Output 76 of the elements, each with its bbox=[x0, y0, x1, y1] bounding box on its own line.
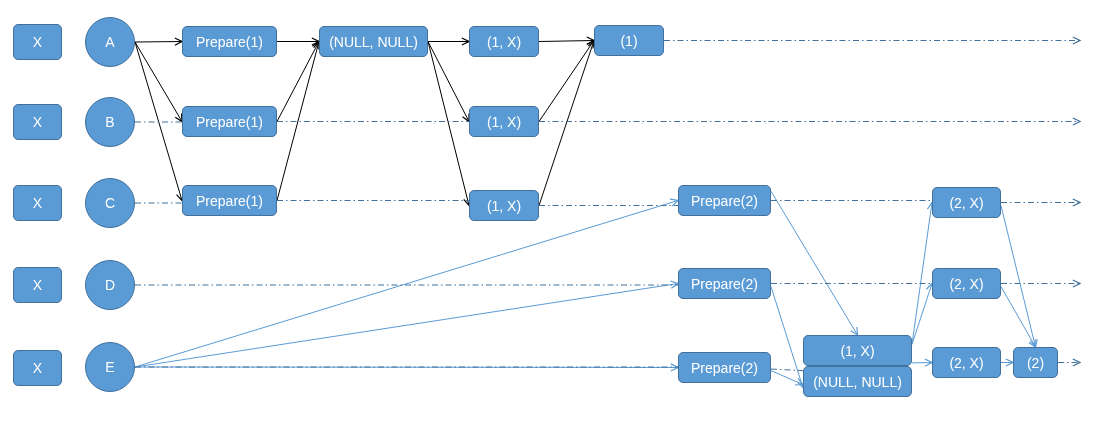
timeline-arrow bbox=[1057, 358, 1081, 367]
node-label: Prepare(2) bbox=[691, 359, 758, 376]
arrow bbox=[1000, 358, 1014, 367]
state-box bbox=[469, 26, 539, 57]
timeline-arrow bbox=[1000, 198, 1081, 207]
participant-circle bbox=[85, 178, 135, 228]
state-box bbox=[594, 25, 664, 56]
node-label: X bbox=[32, 114, 43, 130]
node-label: (2, X) bbox=[949, 354, 984, 371]
participant-circle bbox=[85, 260, 135, 310]
state-box bbox=[932, 268, 1001, 299]
node-label: (NULL, NULL) bbox=[329, 33, 418, 50]
timeline-arrow bbox=[1000, 279, 1081, 288]
state-box bbox=[1013, 347, 1058, 378]
state-box bbox=[932, 347, 1001, 378]
state-box bbox=[932, 187, 1001, 218]
arrow bbox=[770, 286, 805, 389]
state-box bbox=[803, 366, 912, 397]
node-label: Prepare(1) bbox=[196, 33, 263, 50]
arrow bbox=[276, 37, 320, 46]
node-label: B bbox=[105, 114, 115, 130]
arrow bbox=[1000, 286, 1037, 348]
arrow bbox=[427, 41, 470, 123]
state-box bbox=[469, 190, 539, 221]
node-label: Prepare(2) bbox=[691, 192, 758, 209]
node-label: X bbox=[32, 277, 43, 293]
participant-circle bbox=[85, 342, 135, 392]
node-label: (2, X) bbox=[949, 194, 984, 211]
node-label: C bbox=[104, 195, 116, 211]
state-box bbox=[182, 106, 277, 137]
node-label: (1, X) bbox=[840, 342, 875, 359]
node-label: X bbox=[32, 360, 43, 376]
state-box bbox=[13, 350, 62, 386]
node-label: (1, X) bbox=[486, 197, 522, 214]
state-box bbox=[319, 26, 428, 57]
node-label: (1, X) bbox=[486, 33, 522, 50]
arrow bbox=[538, 36, 595, 45]
state-box bbox=[678, 268, 771, 299]
state-box bbox=[13, 24, 62, 60]
state-box bbox=[469, 106, 539, 137]
state-box bbox=[803, 335, 912, 366]
arrow bbox=[911, 358, 933, 367]
node-label: (1) bbox=[620, 32, 638, 49]
node-label: Prepare(1) bbox=[196, 192, 263, 209]
arrow bbox=[427, 37, 470, 46]
timeline-arrow bbox=[663, 36, 1081, 45]
arrow bbox=[134, 41, 183, 123]
state-box bbox=[13, 185, 62, 221]
state-box bbox=[13, 267, 62, 303]
state-box bbox=[182, 26, 277, 57]
node-label: A bbox=[105, 34, 115, 50]
arrow bbox=[276, 40, 320, 122]
arrow bbox=[770, 190, 859, 336]
arrow bbox=[538, 39, 596, 206]
node-label: X bbox=[32, 34, 43, 50]
node-label: (NULL, NULL) bbox=[813, 373, 902, 390]
participant-circle bbox=[85, 97, 135, 147]
node-label: (2, X) bbox=[949, 275, 984, 292]
arrow bbox=[134, 37, 183, 46]
node-label: (2) bbox=[1026, 354, 1045, 371]
arrow bbox=[770, 370, 804, 386]
node-label: Prepare(2) bbox=[691, 275, 758, 292]
node-label: D bbox=[104, 277, 116, 293]
node-label: (1, X) bbox=[486, 113, 522, 130]
state-box bbox=[678, 352, 771, 383]
arrow bbox=[911, 282, 934, 345]
state-box bbox=[182, 185, 277, 216]
arrow bbox=[1000, 205, 1038, 348]
participant-circle bbox=[85, 17, 135, 67]
state-box bbox=[13, 104, 62, 140]
state-box bbox=[678, 185, 771, 216]
node-label: X bbox=[32, 195, 43, 211]
timeline-arrow bbox=[538, 117, 1081, 126]
node-label: Prepare(1) bbox=[196, 113, 263, 130]
node-label: E bbox=[105, 359, 115, 375]
arrow bbox=[538, 39, 595, 122]
